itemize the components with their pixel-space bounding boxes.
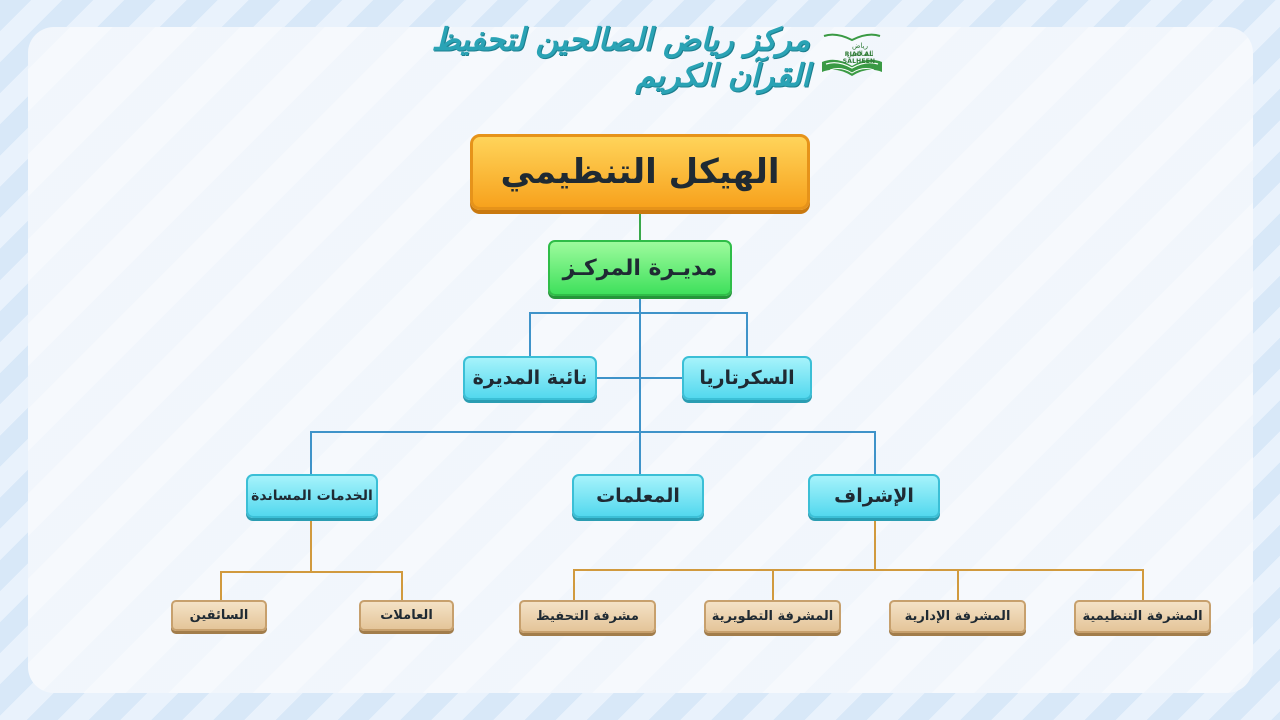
- node-secretary-label: السكرتاريا: [699, 367, 795, 389]
- node-organizational-supervisor: المشرفة التنظيمية: [1074, 600, 1211, 633]
- node-development-supervisor-label: المشرفة التطويرية: [711, 609, 834, 624]
- node-drivers: السائقين: [171, 600, 267, 631]
- logo-english-text: RIAD AL SALHEEN: [842, 51, 876, 65]
- node-director: مديـرة المركـز: [548, 240, 732, 296]
- node-workers-label: العاملات: [380, 608, 433, 623]
- node-deputy: نائبة المديرة: [463, 356, 597, 400]
- open-quran-book-icon: [822, 33, 882, 76]
- node-organizational-supervisor-label: المشرفة التنظيمية: [1082, 609, 1203, 624]
- center-name-calligraphy: مركز رياض الصالحين لتحفيظ القرآن الكريم: [431, 22, 810, 94]
- node-secretary: السكرتاريا: [682, 356, 812, 400]
- node-administrative-supervisor-label: المشرفة الإدارية: [904, 609, 1011, 624]
- connector-supervision-branch: [573, 569, 1144, 600]
- node-workers: العاملات: [359, 600, 454, 631]
- node-drivers-label: السائقين: [189, 608, 249, 623]
- node-memorization-supervisor: مشرفة التحفيظ: [519, 600, 656, 633]
- chart-title-label: الهيكل التنظيمي: [500, 152, 780, 192]
- node-support-services: الخدمات المساندة: [246, 474, 378, 518]
- node-supervision: الإشراف: [808, 474, 940, 518]
- chart-title-box: الهيكل التنظيمي: [470, 134, 810, 210]
- node-support-services-label: الخدمات المساندة: [251, 488, 373, 504]
- node-director-label: مديـرة المركـز: [562, 255, 718, 281]
- node-memorization-supervisor-label: مشرفة التحفيظ: [536, 609, 639, 624]
- connector-departments-branch: [310, 431, 876, 474]
- node-teachers-label: المعلمات: [596, 485, 680, 507]
- connector-director-branch: [529, 312, 748, 356]
- connector-support-branch: [220, 571, 403, 600]
- node-supervision-label: الإشراف: [834, 485, 914, 507]
- node-development-supervisor: المشرفة التطويرية: [704, 600, 841, 633]
- node-teachers: المعلمات: [572, 474, 704, 518]
- node-deputy-label: نائبة المديرة: [472, 367, 588, 389]
- node-administrative-supervisor: المشرفة الإدارية: [889, 600, 1026, 633]
- logo-arabic-text: رياض الصالحين: [846, 42, 874, 58]
